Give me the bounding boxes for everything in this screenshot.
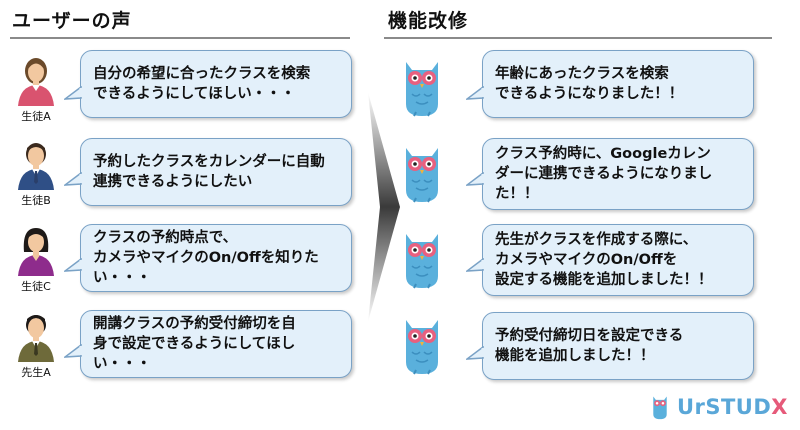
bubble-line: クラスの予約時点で、 [93, 230, 238, 246]
user-comment-bubble: 自分の希望に合ったクラスを検索 できるようにしてほしい・・・ [80, 50, 352, 118]
owl-mascot-icon [406, 320, 438, 375]
logo-brand: UrSTUD [676, 395, 772, 419]
bubble-line: カメラやマイクのOn/Offを知りた [93, 250, 319, 266]
feature-bubble: 予約受付締切日を設定できる 機能を追加しました！！ [482, 312, 754, 380]
student-c-label: 生徒C [21, 280, 51, 293]
bubble-line: クラス予約時に、Googleカレン [495, 146, 711, 162]
bubble-line: できるようになりました！！ [495, 86, 684, 102]
bubble-line: い・・・ [93, 270, 151, 286]
bubble-line: 設定する機能を追加しました！！ [495, 272, 713, 288]
arrow-icon [368, 92, 400, 322]
user-comment-bubble: 予約したクラスをカレンダーに自動 連携できるようにしたい [80, 138, 352, 206]
owl-mascot-icon [406, 62, 438, 117]
teacher-a-avatar: 先生A [6, 308, 66, 380]
bubble-tail [466, 86, 484, 100]
feature-update-heading: 機能改修 [388, 10, 469, 32]
urstudx-logo: UrSTUDX [647, 394, 788, 420]
bubble-line: 開講クラスの予約受付締切を自 [93, 316, 296, 332]
bubble-line: 予約したクラスをカレンダーに自動 [93, 154, 325, 170]
left-heading-rule [10, 37, 350, 39]
bubble-tail [466, 258, 484, 272]
owl-mascot-icon [406, 234, 438, 289]
person-avatar-icon [18, 58, 54, 106]
user-comment-bubble: クラスの予約時点で、 カメラやマイクのOn/Offを知りた い・・・ [80, 224, 352, 292]
bubble-line: 予約受付締切日を設定できる [495, 328, 684, 344]
student-b-label: 生徒B [21, 194, 51, 207]
user-comment-bubble: 開講クラスの予約受付締切を自 身で設定できるようにしてほし い・・・ [80, 310, 352, 378]
logo-wordmark: UrSTUDX [677, 395, 788, 419]
bubble-line: 連携できるようにしたい [93, 174, 253, 190]
bubble-tail [64, 172, 82, 186]
bubble-tail [64, 344, 82, 358]
student-a-avatar: 生徒A [6, 52, 66, 124]
bubble-tail [64, 86, 82, 100]
person-avatar-icon [18, 228, 54, 276]
bubble-tail [466, 346, 484, 360]
bubble-tail [64, 258, 82, 272]
bubble-line: ダーに連携できるようになりまし [495, 166, 713, 182]
owl-logo-icon [653, 396, 667, 420]
logo-accent: X [771, 395, 788, 419]
right-heading-rule [384, 37, 772, 39]
person-avatar-icon [18, 143, 54, 190]
bubble-line: カメラやマイクのOn/Offを [495, 252, 678, 268]
student-a-label: 生徒A [21, 110, 51, 123]
bubble-line: い・・・ [93, 356, 151, 372]
bubble-line: た！！ [495, 186, 539, 202]
owl-mascot-icon [406, 148, 438, 203]
bubble-line: 先生がクラスを作成する際に、 [495, 232, 698, 248]
person-avatar-icon [18, 315, 54, 362]
student-b-avatar: 生徒B [6, 136, 66, 208]
feature-bubble: 先生がクラスを作成する際に、 カメラやマイクのOn/Offを 設定する機能を追加… [482, 224, 754, 296]
bubble-line: できるようにしてほしい・・・ [93, 86, 296, 102]
feature-bubble: 年齢にあったクラスを検索 できるようになりました！！ [482, 50, 754, 118]
feature-bubble: クラス予約時に、Googleカレン ダーに連携できるようになりまし た！！ [482, 138, 754, 210]
bubble-line: 自分の希望に合ったクラスを検索 [93, 66, 311, 82]
student-c-avatar: 生徒C [6, 222, 66, 294]
bubble-line: 年齢にあったクラスを検索 [495, 66, 669, 82]
bubble-tail [466, 172, 484, 186]
user-voice-heading: ユーザーの声 [12, 10, 132, 32]
teacher-a-label: 先生A [21, 366, 51, 379]
bubble-line: 機能を追加しました！！ [495, 348, 655, 364]
bubble-line: 身で設定できるようにしてほし [93, 336, 296, 352]
